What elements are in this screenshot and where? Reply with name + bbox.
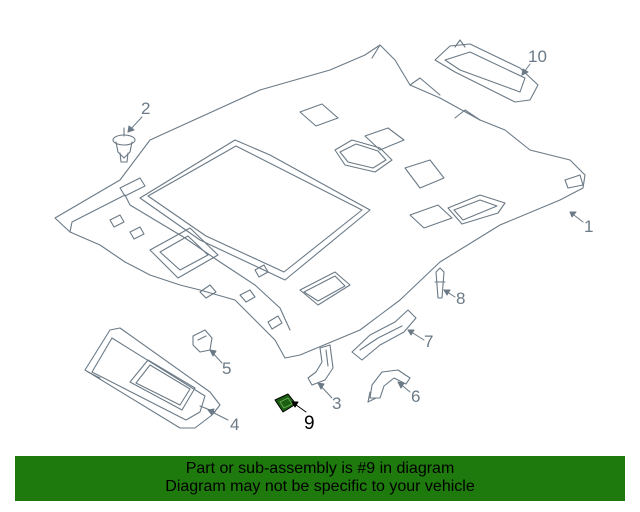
part-6-grab-handle [367, 369, 411, 403]
part-7-bracket [351, 309, 417, 361]
callout-8[interactable]: 8 [456, 289, 466, 308]
callout-7[interactable]: 7 [424, 332, 434, 351]
part-3-bracket [307, 344, 334, 386]
callout-4[interactable]: 4 [230, 415, 240, 434]
leader-lines [127, 63, 584, 421]
callout-6[interactable]: 6 [411, 387, 421, 406]
callout-2[interactable]: 2 [141, 99, 151, 118]
part-10-trim-cover [434, 39, 539, 103]
callout-1[interactable]: 1 [584, 217, 594, 236]
part-8-pin [434, 267, 446, 299]
callout-10[interactable]: 10 [528, 47, 547, 66]
callout-5[interactable]: 5 [222, 359, 232, 378]
part-1-headliner [54, 44, 586, 359]
callout-9[interactable]: 9 [304, 413, 315, 434]
part-2-clip [112, 127, 136, 163]
callout-3[interactable]: 3 [332, 394, 342, 413]
banner-line-2: Diagram may not be specific to your vehi… [165, 478, 475, 495]
part-5-clip [192, 329, 213, 353]
headliner-exploded-diagram [54, 39, 586, 429]
part-4-sun-visor [84, 327, 221, 429]
banner-line-1: Part or sub-assembly is #9 in diagram [185, 460, 455, 477]
notice-banner: Part or sub-assembly is #9 in diagram Di… [15, 456, 625, 501]
